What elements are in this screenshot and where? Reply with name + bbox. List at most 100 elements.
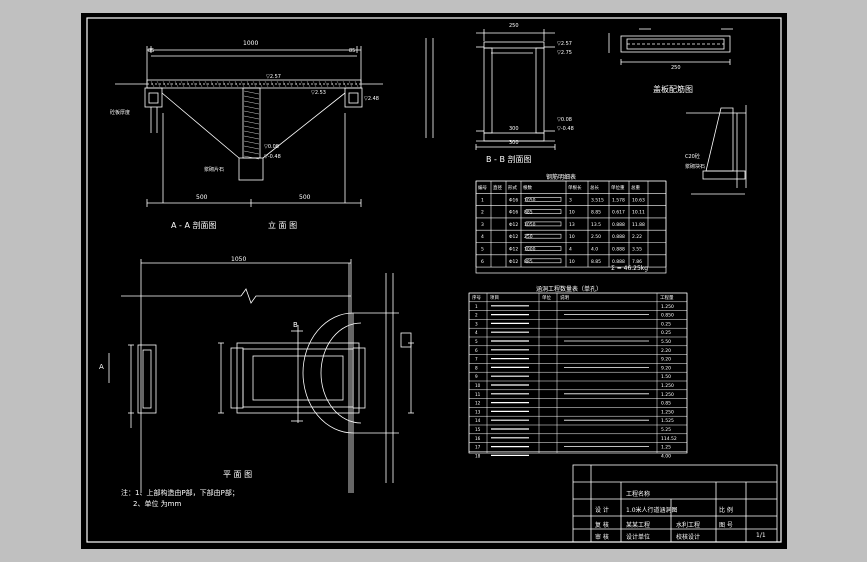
rebar-header-cell: 单根长 xyxy=(568,184,582,191)
plan-section-mark-b: B xyxy=(293,321,298,329)
cover-slab-detail xyxy=(608,28,733,65)
bb-level-4: ▽-0.48 xyxy=(557,126,574,132)
aa-label-slab: 砼板厚度 xyxy=(110,110,131,116)
rebar-cell: 885 xyxy=(524,210,533,216)
rebar-table-total: Σ = 46.25kg xyxy=(611,265,649,272)
rebar-cell: 11.88 xyxy=(632,222,645,228)
quantity-index: 12 xyxy=(475,401,481,406)
rebar-cell: 6 xyxy=(481,259,484,265)
quantity-value: 0.25 xyxy=(661,321,671,327)
rebar-cell: 1 xyxy=(481,197,484,203)
quantity-value: 1.250 xyxy=(661,392,674,398)
quantity-index: 17 xyxy=(475,445,481,450)
rebar-cell: 10 xyxy=(569,259,575,265)
quantity-value: 1.250 xyxy=(661,304,674,310)
rebar-cell: 0.888 xyxy=(612,234,625,240)
quantity-value: 5.50 xyxy=(661,339,671,345)
quantity-header-cell: 单位 xyxy=(542,294,551,301)
aa-dim-bottom-right: 500 xyxy=(299,194,311,201)
aa-level-2: ▽2.53 xyxy=(311,90,326,96)
rebar-header-cell: 单位重 xyxy=(611,184,625,191)
rebar-cell: 250 xyxy=(524,234,533,240)
rebar-cell: Φ12 xyxy=(509,234,518,240)
title-drawing-name: 1.0米人行道涵洞图 xyxy=(626,507,678,514)
aa-dim-top: 1000 xyxy=(243,40,259,47)
rebar-cell: Φ12 xyxy=(509,222,518,228)
rebar-cell: 8.85 xyxy=(591,210,601,216)
quantity-index: 11 xyxy=(475,392,481,397)
quantity-index: 16 xyxy=(475,436,481,441)
elevation-title: 立 面 图 xyxy=(268,221,298,230)
rebar-cell: 4.0 xyxy=(591,247,598,253)
quantity-index: 7 xyxy=(475,357,478,362)
rebar-cell: Φ12 xyxy=(509,259,518,265)
quantity-header-cell: 工程量 xyxy=(660,294,674,301)
quantity-index: 8 xyxy=(475,365,478,370)
rebar-header-cell: 编号 xyxy=(478,184,487,191)
rebar-shape xyxy=(525,221,562,227)
quantity-index: 15 xyxy=(475,427,481,432)
rebar-cell: 13 xyxy=(569,222,575,228)
rebar-cell: Φ16 xyxy=(509,197,518,203)
title-page: 1/1 xyxy=(756,532,766,539)
aa-label-masonry: 浆砌片石 xyxy=(204,167,225,173)
rebar-table-title: 钢筋明细表 xyxy=(546,174,577,181)
quantity-value: 1.25 xyxy=(661,445,671,451)
rebar-cell: 4 xyxy=(569,247,572,253)
plan-dim-top: 1050 xyxy=(231,256,247,263)
wall-label-1: C20砼 xyxy=(685,154,700,160)
rebar-cell: 1000 xyxy=(524,247,536,253)
quantity-value: 114.52 xyxy=(661,436,677,442)
rebar-cell: 10 xyxy=(569,234,575,240)
rebar-cell: 0.617 xyxy=(612,210,625,216)
title-sheet-label: 图 号 xyxy=(719,522,733,529)
rebar-cell: Φ12 xyxy=(509,247,518,253)
quantity-value: 4.00 xyxy=(661,453,671,459)
quantity-index: 10 xyxy=(475,383,481,388)
quantity-index: 18 xyxy=(475,453,481,458)
rebar-header-cell: 根数 xyxy=(523,184,532,191)
rebar-cell: 0.888 xyxy=(612,247,625,253)
quantity-header-cell: 说明 xyxy=(560,294,569,301)
aa-level-4: ▽0.08 xyxy=(264,144,279,150)
wall-label-2: 浆砌块石 xyxy=(685,164,706,170)
rebar-cell: 2.50 xyxy=(591,234,601,240)
quantity-value: 2.20 xyxy=(661,348,671,354)
title-checker-label: 复 核 xyxy=(595,522,609,529)
rebar-shape xyxy=(525,258,562,264)
section-aa-title: A - A 剖面图 xyxy=(171,221,217,230)
rebar-shape xyxy=(525,233,562,239)
quantity-value: 9.20 xyxy=(661,365,671,371)
rebar-cell: 3 xyxy=(481,222,484,228)
rebar-cell: 7.86 xyxy=(632,259,642,265)
bb-dim-bottom: 300 xyxy=(509,140,519,146)
quantity-value: 1.50 xyxy=(661,374,671,380)
quantity-index: 9 xyxy=(475,374,478,379)
section-aa-view xyxy=(115,46,383,207)
quantity-index: 1 xyxy=(475,304,478,309)
note-line-2: 2、单位 为mm xyxy=(133,500,182,508)
bb-level-2: ▽2.75 xyxy=(557,50,572,56)
quantity-index: 6 xyxy=(475,348,478,353)
quantity-value: 1.250 xyxy=(661,383,674,389)
rebar-cell: 3.515 xyxy=(591,197,604,203)
plan-title: 平 面 图 xyxy=(223,470,253,479)
title-approver-label: 审 核 xyxy=(595,534,609,541)
quantity-header-cell: 序号 xyxy=(472,294,481,301)
cover-slab-dim: 250 xyxy=(671,65,681,71)
rebar-header-cell: 直径 xyxy=(493,184,502,191)
bb-dim-mid: 300 xyxy=(509,126,519,132)
title-project-label: 工程名称 xyxy=(626,491,651,498)
rebar-cell: 0.888 xyxy=(612,259,625,265)
rebar-shape xyxy=(525,209,562,214)
sheet-border xyxy=(86,17,782,543)
title-review: 校核设计 xyxy=(676,534,701,541)
rebar-cell: 10.63 xyxy=(632,197,645,203)
bb-level-1: ▽2.57 xyxy=(557,41,572,47)
aa-level-1: ▽2.57 xyxy=(266,74,281,80)
aa-level-3: ▽2.48 xyxy=(364,96,379,102)
rebar-cell: 1050 xyxy=(524,222,536,228)
title-block xyxy=(572,464,778,543)
rebar-header-cell: 总长 xyxy=(590,184,599,191)
